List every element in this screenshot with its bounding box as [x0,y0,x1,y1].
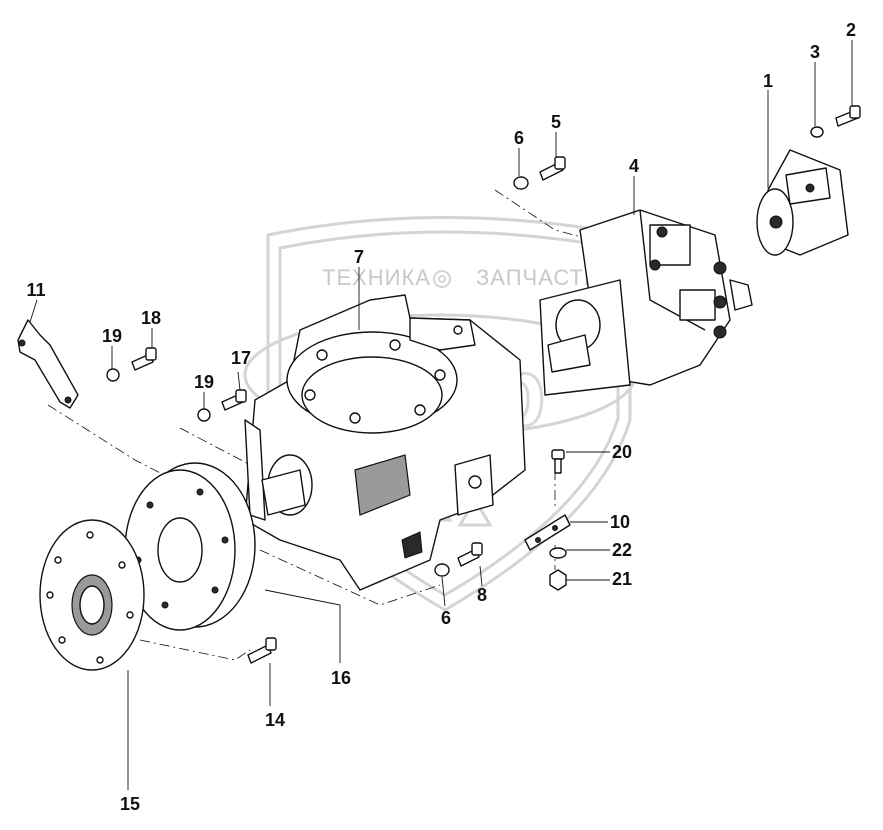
label-part-15: 15 [120,794,140,814]
part-gear-pump [756,149,849,256]
bolt-8 [457,542,483,567]
label-part-20: 20 [612,442,632,462]
label-part-8: 8 [477,585,487,605]
washer-22 [549,547,567,559]
part-flexible-disc [39,519,145,671]
label-part-21: 21 [612,569,632,589]
label-part-3: 3 [810,42,820,62]
bolt-14 [247,637,277,664]
nut-6-top [513,176,529,190]
part-lever-bracket [17,319,79,409]
label-part-22: 22 [612,540,632,560]
label-part-10: 10 [610,512,630,532]
nut-6-bottom [434,563,450,577]
label-part-2: 2 [846,20,856,40]
bolt-17 [221,389,247,411]
gear-icon [433,270,451,288]
callout-labels: 1 2 3 4 5 6 7 8 6 10 11 14 15 16 17 18 1… [26,20,856,814]
label-part-18: 18 [141,308,161,328]
label-part-16: 16 [331,668,351,688]
label-part-6-top: 6 [514,128,524,148]
bolt-5 [539,156,566,181]
label-part-19-left: 19 [102,326,122,346]
label-part-19-right: 19 [194,372,214,392]
nut-21 [549,569,567,591]
label-part-17: 17 [231,348,251,368]
bolt-20 [551,449,565,474]
washer-3 [810,126,824,138]
label-part-7: 7 [354,247,364,267]
watermark-text-right: ЗАПЧАСТИ [476,265,601,290]
watermark-text-left: ТЕХНИКА [322,265,431,290]
washer-19-right [197,408,211,422]
bolt-2 [835,105,861,127]
label-part-5: 5 [551,112,561,132]
part-gearbox-housing [244,279,631,591]
label-part-1: 1 [763,71,773,91]
disc-bolt-holes [46,531,134,664]
label-part-14: 14 [265,710,285,730]
part-coupling-flange [124,462,256,631]
fasteners [106,105,861,664]
label-part-4: 4 [629,156,639,176]
part-bracket-strip [524,514,571,551]
label-part-11: 11 [26,280,45,300]
label-part-6-bottom: 6 [441,608,451,628]
washer-19-left [106,368,120,382]
leader-lines [29,40,853,790]
bolt-18 [131,347,157,371]
